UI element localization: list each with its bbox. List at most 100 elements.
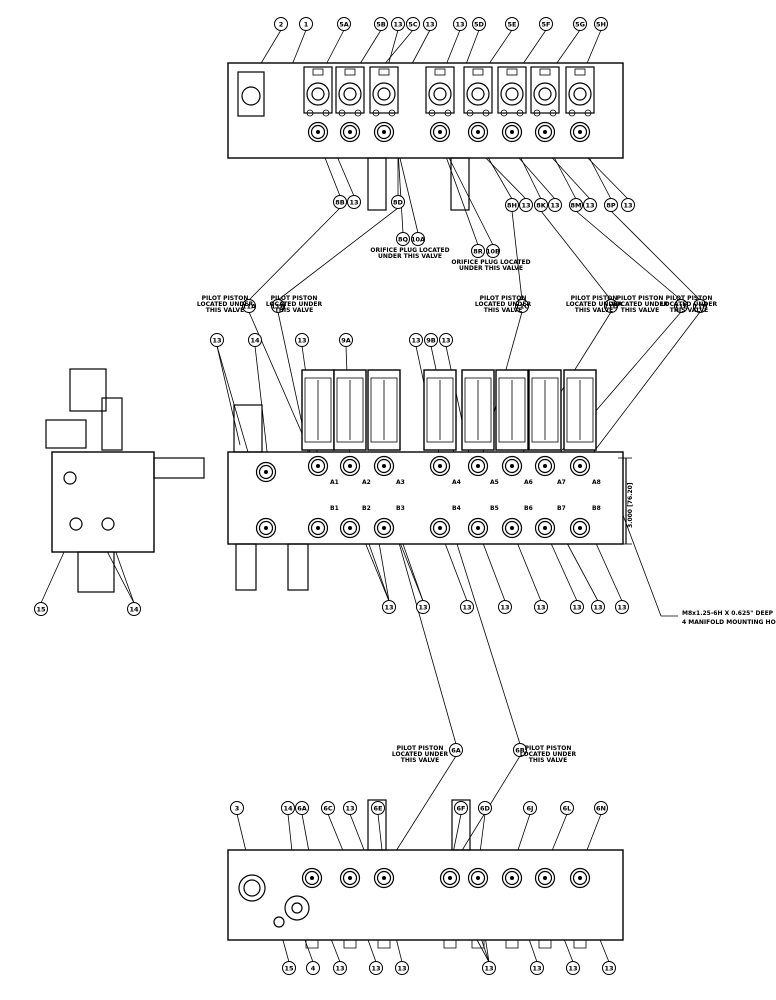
callout-circle [371,801,385,815]
solenoid-coil [528,369,562,451]
callout-circle [34,602,48,616]
valve-bolt [388,109,396,117]
callout-bubble: 8K [534,198,548,212]
coil-inner [498,377,526,443]
bottom-large-port-inner [243,879,261,897]
port-fitting [501,517,523,539]
callout-number: 13 [425,20,434,28]
note-text: ORIFICE PLUG LOCATED [370,247,449,254]
note-text: PILOT PISTON [202,295,249,302]
callout-bubble: 5B [374,17,388,31]
top-valve-head [497,66,527,117]
port-inner-ring [342,458,358,474]
valve-head-ring [466,82,490,106]
pressure-valve-mid [233,404,263,453]
callout-circle [513,743,527,757]
callout-circle [573,17,587,31]
callout-bubble: 13 [602,961,616,975]
port-outer-ring [534,121,556,143]
callout-number: 13 [593,603,602,611]
callout-number: 13 [500,603,509,611]
callout-number: 13 [623,201,632,209]
port-outer-ring [569,455,591,477]
note-text: PILOT PISTON [397,745,444,752]
valve-head-block [565,66,595,114]
valve-head-block [497,66,527,114]
port-center [316,130,320,134]
port-center [476,130,480,134]
port-fitting [467,867,489,889]
callout-number: 10A [411,235,425,243]
port-fitting [373,455,395,477]
callout-bubble: 11A [242,299,256,313]
port-inner-ring [376,870,392,886]
callout-number: 9A [341,336,351,344]
dimension-text: 3.000 [76.20] [627,482,634,528]
pressure-valve-2-ring [241,86,261,106]
port-inner-ring [304,870,320,886]
port-center [438,464,442,468]
note-text: LOCATED UNDER [266,301,323,308]
port-center [543,130,547,134]
note-text: THIS VALVE [275,307,313,314]
valve-head-ring [568,82,592,106]
callout-number: 13 [371,964,380,972]
callout-circle [396,232,410,246]
callout-circle [674,299,688,313]
valve-bolt [533,109,541,117]
callout-number: 13 [532,964,541,972]
port-inner-ring [572,458,588,474]
note-text: PILOT PISTON [525,745,572,752]
leader-line [540,210,612,301]
coil-inner [370,377,398,443]
callout-circle [472,17,486,31]
port-center [382,464,386,468]
coil-inner [464,377,492,443]
callout-circle [570,600,584,614]
port-outer-ring [255,461,277,483]
bottom-port-stub [443,940,457,949]
port-fitting [534,121,556,143]
callout-number: 8D [393,198,404,206]
callout-bubble: 14 [127,602,141,616]
callout-bubble: 6B [513,743,527,757]
callout-circle [295,801,309,815]
port-label: A2 [362,479,371,486]
valve-head-block [530,66,560,114]
bottom-cartridge-left [367,799,387,851]
valve-head-ring [533,82,557,106]
port-outer-ring [307,517,329,539]
callout-bubble: 6C [321,801,335,815]
note-text: THIS VALVE [529,757,567,764]
leader-line [575,210,682,301]
port-outer-ring [467,517,489,539]
callout-circle [478,801,492,815]
callout-number: 11B [271,302,285,310]
callout-number: 5F [542,20,551,28]
callout-bubble: 10A [411,232,425,246]
callout-number: 8K [536,201,547,209]
port-fitting [467,121,489,143]
callout-circle [498,600,512,614]
port-center [578,526,582,530]
callout-circle [621,198,635,212]
port-label: A3 [396,479,405,486]
leader-line [397,149,404,234]
port-fitting [569,455,591,477]
port-outer-ring [569,517,591,539]
solenoid-coil [563,369,597,451]
callout-circle [391,195,405,209]
callout-bubble: 6L [560,801,574,815]
valve-head-block [425,66,455,114]
callout-number: 6L [563,804,572,812]
side-manifold-body [51,451,155,553]
port-inner-ring [342,124,358,140]
port-label: A7 [557,479,566,486]
note-text: LOCATED UNDER [612,301,669,308]
callout-bubble: 6F [454,801,468,815]
callout-circle [210,333,224,347]
bottom-cartridge-right [451,799,471,851]
side-port [69,517,83,531]
callout-number: 4 [311,964,316,972]
